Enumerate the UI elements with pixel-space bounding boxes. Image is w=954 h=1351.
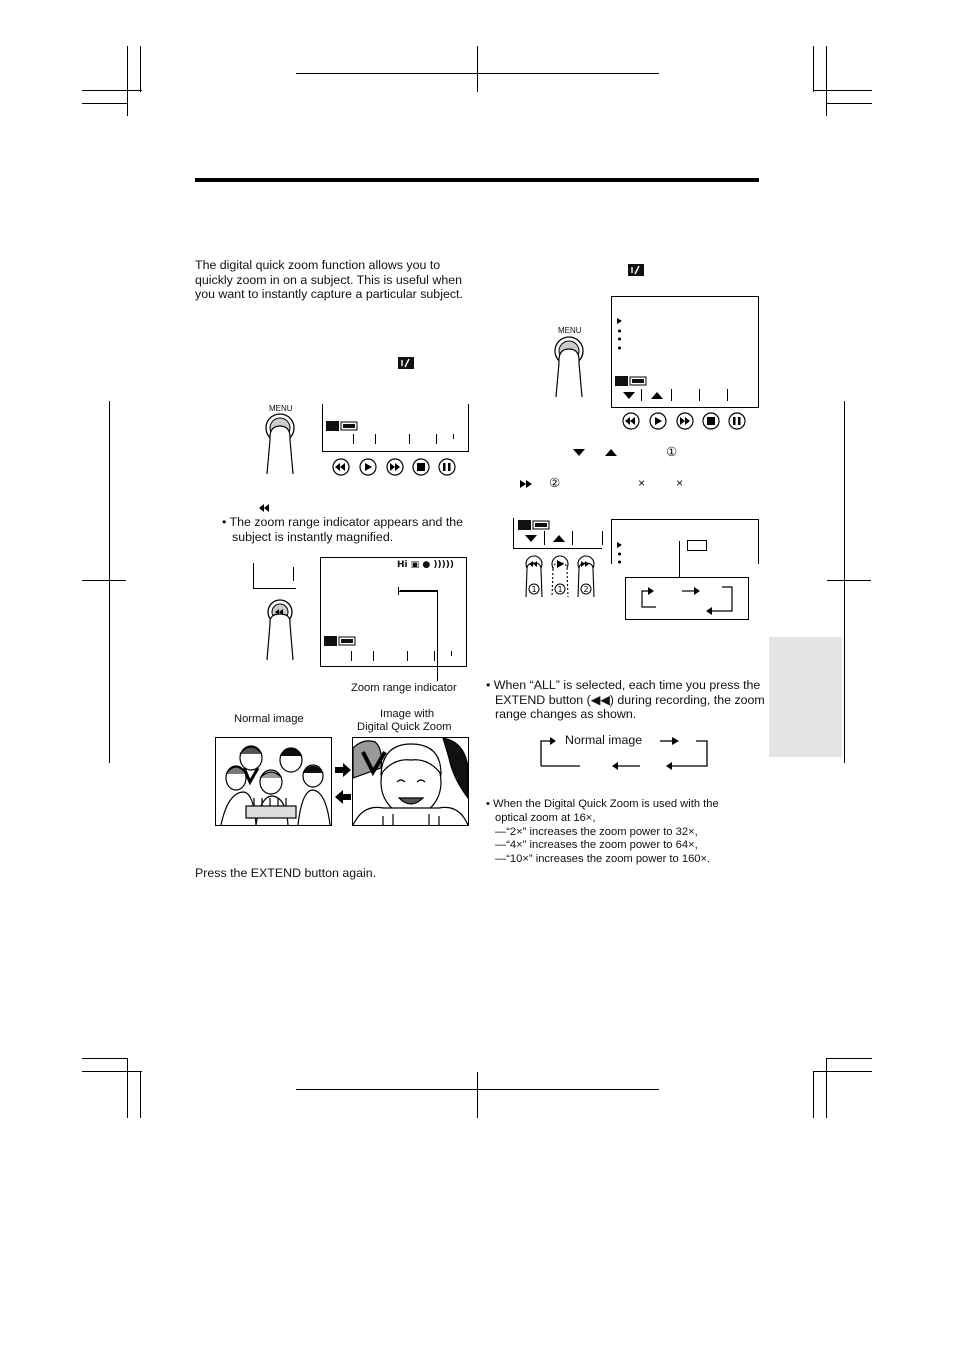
- transport-buttons[interactable]: [332, 458, 457, 476]
- quality-indicator: Hi ▣ ● ))))): [397, 560, 454, 570]
- intro-text: The digital quick zoom function allows y…: [195, 258, 463, 302]
- times-sign-1: ×: [638, 476, 646, 490]
- menu-label: MENU: [269, 404, 293, 413]
- recording-mode-icon: [398, 357, 414, 369]
- down-up-arrows-icon: [623, 392, 663, 399]
- normal-image-cycle: Normal image: [540, 733, 710, 770]
- bullet-all-selected: • When “ALL” is selected, each time you …: [486, 678, 765, 722]
- note-line-1: • When the Digital Quick Zoom is used wi…: [486, 798, 719, 810]
- menu-cursor-icon: [617, 318, 622, 350]
- lcd-menu-list-screen: [611, 519, 759, 564]
- menu-button-finger-icon: [265, 413, 295, 475]
- extend-button-frame: [253, 563, 296, 589]
- fast-forward-icon: [520, 480, 532, 488]
- step-number-2: ②: [549, 476, 561, 490]
- svg-text:1: 1: [531, 585, 536, 594]
- battery-icon: [518, 520, 550, 530]
- menu-button-finger-icon-right[interactable]: [553, 336, 585, 399]
- times-sign-2: ×: [676, 476, 684, 490]
- zoom-indicator-leader: [437, 590, 438, 681]
- up-arrow-icon: [605, 449, 617, 456]
- bullet-zoom-indicator: • The zoom range indicator appears and t…: [222, 515, 464, 544]
- heading-rule: [195, 178, 759, 182]
- recording-mode-icon-right: [628, 264, 644, 276]
- zoom-in-arrow-icon: [335, 763, 351, 777]
- menu-label-right: MENU: [558, 326, 582, 335]
- digital-zoom-label-line2: Digital Quick Zoom: [357, 721, 452, 733]
- svg-text:1: 1: [557, 585, 562, 594]
- rewind-icon: [259, 504, 269, 512]
- menu-cursor-icon: [617, 542, 622, 564]
- note-line-4: —“4×” increases the zoom power to 64×,: [495, 839, 698, 851]
- cycle-arrows-icon: [641, 586, 733, 615]
- down-up-arrows-icon: [525, 535, 565, 542]
- cycle-normal-image-label: Normal image: [565, 733, 643, 747]
- battery-icon: [615, 376, 647, 386]
- cancel-text: Press the EXTEND button again.: [195, 866, 377, 880]
- zoom-range-indicator-label: Zoom range indicator: [351, 682, 457, 694]
- down-arrow-icon: [573, 449, 585, 456]
- lcd-menu-screen: [611, 296, 759, 408]
- zoomed-image-illustration: [352, 737, 469, 826]
- normal-image-illustration: [215, 737, 332, 826]
- lcd-screen: [322, 404, 469, 452]
- extend-button-finger-icon[interactable]: [264, 599, 296, 662]
- cycle-diagram-arrows-icon: [540, 737, 708, 770]
- zoom-out-arrow-icon: [335, 790, 351, 804]
- battery-icon: [324, 636, 356, 646]
- note-line-3: —“2×” increases the zoom power to 32×,: [495, 826, 698, 838]
- battery-icon: [326, 421, 358, 431]
- svg-text:2: 2: [583, 585, 588, 594]
- lcd-screen-zoomed: Hi ▣ ● ))))): [320, 557, 467, 667]
- zoom-cycle-box: [625, 577, 749, 620]
- note-line-5: —“10×” increases the zoom power to 160×.: [495, 853, 711, 865]
- digital-zoom-label-line1: Image with: [380, 708, 435, 720]
- selected-option-box: [687, 540, 707, 551]
- transport-buttons-right[interactable]: [622, 412, 747, 430]
- step-number-1: ①: [666, 445, 678, 459]
- normal-image-label: Normal image: [234, 713, 304, 725]
- lcd-mini-screen: [513, 518, 603, 549]
- three-button-fingers-icon[interactable]: 1 1 2: [520, 555, 600, 598]
- note-line-2: optical zoom at 16×,: [495, 812, 596, 824]
- side-tab: [769, 637, 842, 757]
